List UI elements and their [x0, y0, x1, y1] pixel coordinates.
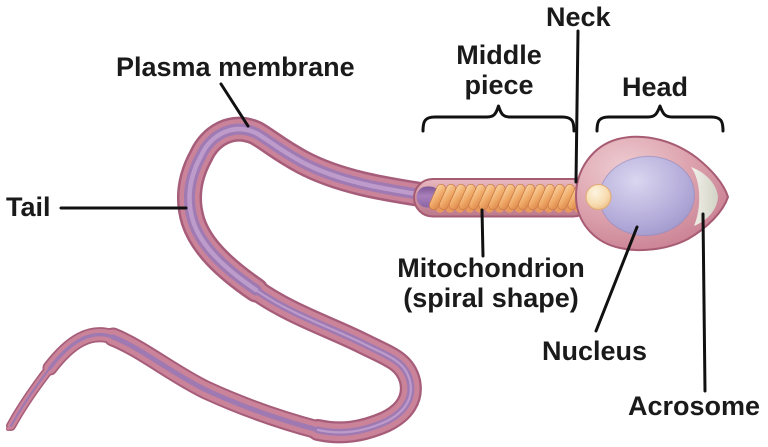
mitochondrion-pointer-line	[480, 208, 485, 258]
nucleus-pointer-line	[594, 225, 639, 333]
acrosome-shape	[691, 167, 718, 226]
centriole-shape	[585, 184, 612, 210]
tail-shape	[6, 116, 449, 444]
label-mitochondrion-line1: Mitochondrion	[397, 253, 585, 283]
label-acrosome: Acrosome	[628, 391, 761, 421]
label-mitochondrion-line2: (spiral shape)	[403, 283, 579, 313]
label-mitochondrion: Mitochondrion (spiral shape)	[378, 253, 604, 313]
label-nucleus: Nucleus	[542, 336, 648, 366]
acrosome-pointer-line	[701, 212, 707, 393]
label-middle-piece: Middle piece	[418, 40, 580, 100]
plasma-membrane-pointer-line	[219, 82, 250, 128]
label-tail: Tail	[6, 192, 51, 222]
label-plasma-membrane: Plasma membrane	[116, 52, 355, 82]
mitochondrion-spiral-shape	[429, 183, 585, 213]
label-head: Head	[622, 72, 689, 102]
label-neck: Neck	[546, 2, 611, 32]
middle-piece-brace	[421, 104, 576, 133]
head-brace	[595, 104, 725, 133]
label-middle-piece-line1: Middle	[456, 40, 542, 70]
neck-pointer-line	[574, 29, 580, 184]
head-shape	[574, 135, 730, 252]
label-middle-piece-line2: piece	[464, 70, 534, 100]
